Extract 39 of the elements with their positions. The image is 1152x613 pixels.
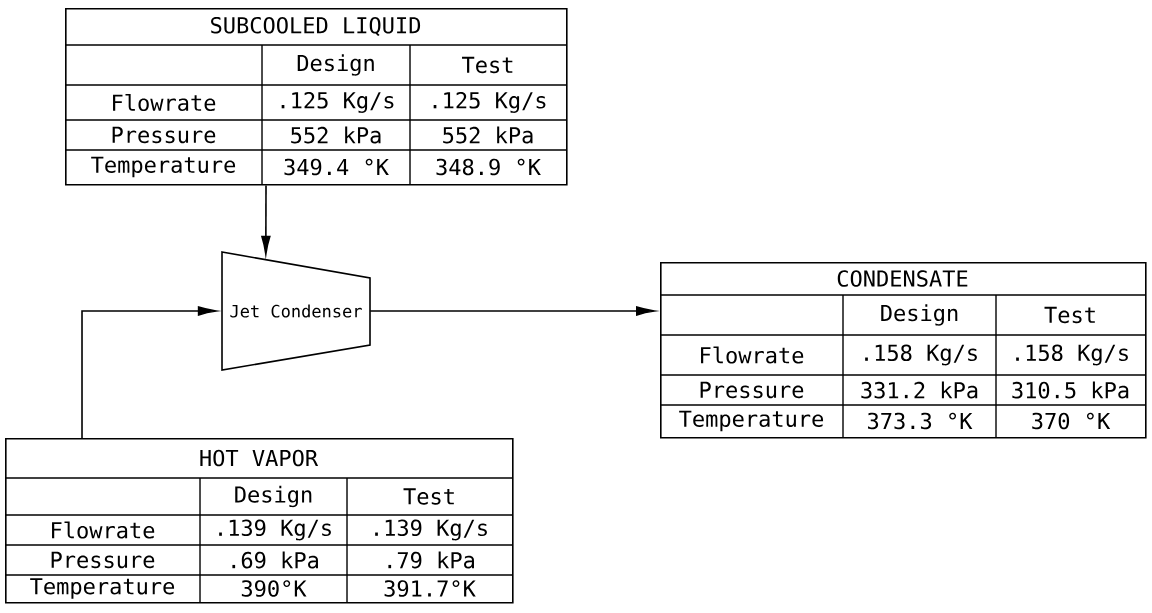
table-cell: .69 kPa: [232, 551, 318, 569]
row-header: Flowrate: [113, 93, 216, 112]
table-cell: 370 °K: [1032, 412, 1111, 430]
table-cell: 310.5 kPa: [1012, 381, 1129, 399]
column-header: Design: [235, 485, 312, 508]
row-header: Pressure: [112, 126, 216, 144]
table-title: CONDENSATE: [837, 270, 968, 287]
table-cell: .139 Kg/s: [219, 519, 331, 541]
column-header: Test: [1044, 306, 1095, 324]
table-cell: .139 Kg/s: [375, 519, 487, 541]
column-header: Design: [881, 304, 958, 326]
column-header: Test: [462, 56, 513, 74]
row-header: Pressure: [700, 381, 804, 399]
row-header: Temperature: [91, 156, 236, 178]
row-header: Flowrate: [701, 346, 804, 364]
table-cell: 391.7°K: [384, 580, 476, 597]
table-cell: 552 kPa: [291, 126, 381, 144]
column-header: Test: [403, 488, 454, 505]
table-cell: .158 Kg/s: [1016, 344, 1128, 366]
table-cell: 331.2 kPa: [861, 381, 978, 399]
table-cell: 552 kPa: [443, 126, 533, 144]
table-title: HOT VAPOR: [200, 449, 319, 467]
table-cell: 373.3 °K: [868, 412, 973, 430]
table-cell: 349.4 °K: [284, 158, 389, 176]
table-cell: .79 kPa: [388, 551, 474, 569]
data-table: [659, 262, 1147, 439]
row-header: Temperature: [679, 410, 824, 432]
table-cell: .158 Kg/s: [865, 344, 977, 366]
table-cell: .125 Kg/s: [433, 91, 546, 113]
data-table: [64, 8, 568, 186]
row-header: Temperature: [30, 578, 175, 599]
table-cell: .125 Kg/s: [281, 91, 394, 113]
table-title: SUBCOOLED LIQUID: [211, 16, 421, 37]
data-table: [4, 438, 514, 604]
column-header: Design: [297, 54, 374, 76]
table-cell: 390°K: [241, 580, 307, 597]
row-header: Flowrate: [52, 521, 155, 539]
row-header: Pressure: [51, 551, 155, 569]
table-cell: 348.9 °K: [436, 158, 541, 176]
